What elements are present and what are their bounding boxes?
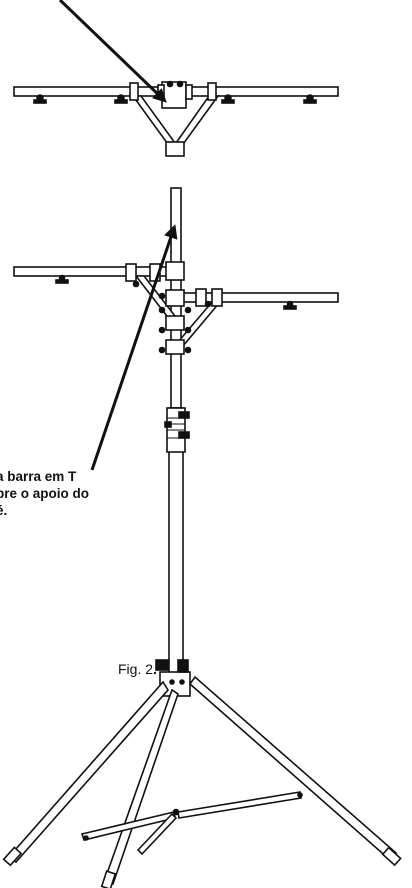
t-bar-hub xyxy=(165,141,185,157)
callout-line-3: é. xyxy=(0,503,8,518)
leg-right xyxy=(188,675,398,862)
arrow-mast xyxy=(90,224,178,471)
callout-text: a barra em T bre o apoio do é. xyxy=(0,468,196,519)
arrow-top xyxy=(58,0,167,103)
tripod-base xyxy=(2,659,402,888)
callout-line-1: a barra em T xyxy=(0,469,77,484)
leg-left xyxy=(6,680,169,863)
figure-label-period: . xyxy=(153,661,157,677)
mounted-hub-upper xyxy=(165,261,185,281)
figure-label-text: Fig. 2 xyxy=(118,661,154,677)
brace-right xyxy=(177,791,302,819)
foot-front xyxy=(100,870,117,888)
leg-front xyxy=(102,688,179,885)
mounted-hub-bottom xyxy=(165,339,185,355)
t-bar-mounted xyxy=(13,261,339,355)
foot-left xyxy=(2,846,23,867)
t-bar-knobs xyxy=(33,80,317,104)
foot-right xyxy=(381,846,402,867)
brace-front xyxy=(136,812,178,856)
callout-line-2: bre o apoio do xyxy=(0,486,89,501)
mounted-hub-lower xyxy=(165,315,185,331)
figure-label: Fig. 2. xyxy=(118,661,157,677)
t-bar-detached xyxy=(13,80,339,157)
mounted-hub-mid xyxy=(165,289,185,307)
